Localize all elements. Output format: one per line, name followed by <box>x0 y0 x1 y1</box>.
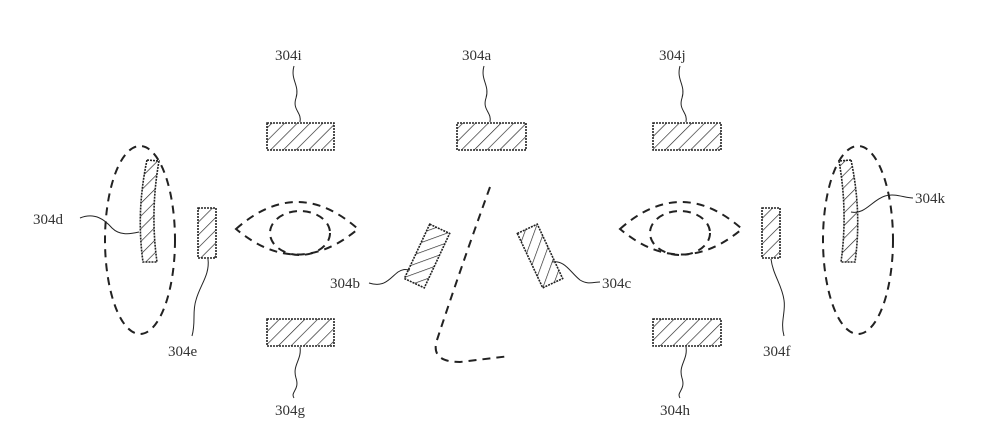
label-304h: 304h <box>660 403 691 419</box>
sensor-304i: 304i <box>266 48 335 151</box>
sensor-304a: 304a <box>456 48 527 151</box>
right-eye-outline <box>618 201 744 256</box>
sensor-304e: 304e <box>168 207 217 360</box>
label-304c: 304c <box>602 276 632 292</box>
label-304k: 304k <box>915 191 946 207</box>
sensor-304g: 304g <box>266 318 335 419</box>
sensor-304j: 304j <box>652 48 722 151</box>
label-304i: 304i <box>275 48 302 64</box>
label-304j: 304j <box>659 48 686 64</box>
sensor-304k: 304k <box>838 159 946 263</box>
sensor-304f: 304f <box>761 207 791 360</box>
label-304b: 304b <box>330 276 360 292</box>
sensor-304c: 304c <box>516 223 632 292</box>
left-ear-outline <box>104 145 176 335</box>
label-304a: 304a <box>462 48 492 64</box>
label-304f: 304f <box>763 344 791 360</box>
sensor-304h: 304h <box>652 318 722 419</box>
left-eye-outline <box>234 201 360 256</box>
label-304d: 304d <box>33 212 64 228</box>
nose-outline <box>434 186 511 364</box>
label-304e: 304e <box>168 344 198 360</box>
label-304g: 304g <box>275 403 306 419</box>
right-ear-outline <box>822 145 894 335</box>
sensor-304d: 304d <box>33 159 160 263</box>
sensor-304b: 304b <box>330 223 451 292</box>
